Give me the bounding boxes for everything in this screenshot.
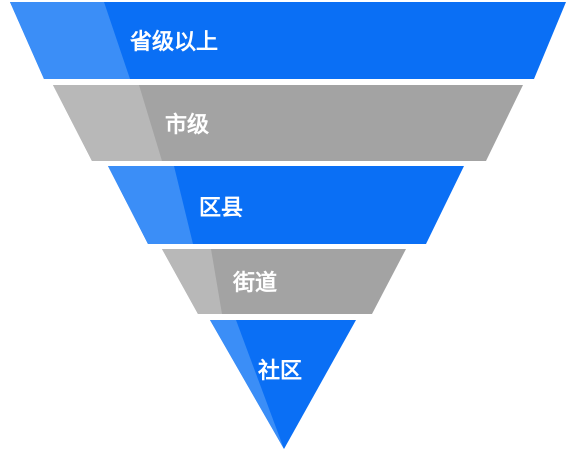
tier-4: 街道: [162, 249, 406, 314]
tier-2-shape: [53, 85, 523, 161]
tier-2-label: 市级: [165, 112, 209, 138]
tier-3-highlight: [108, 166, 193, 244]
tier-4-highlight: [162, 249, 222, 314]
tier-1-highlight: [10, 2, 130, 79]
tier-5-highlight: [210, 320, 284, 449]
tier-4-label: 街道: [232, 270, 277, 296]
tier-5-label: 社区: [258, 358, 302, 384]
tier-1: 省级以上: [10, 2, 566, 79]
tier-3-shape: [108, 166, 464, 244]
tier-4-shape: [162, 249, 406, 314]
tier-2: 市级: [53, 85, 523, 161]
tier-3-label: 区县: [199, 196, 243, 221]
tier-1-shape: [10, 2, 566, 79]
tier-2-highlight: [53, 85, 162, 161]
tier-1-label: 省级以上: [129, 29, 218, 55]
tier-5: 社区: [210, 320, 356, 449]
tier-3: 区县: [108, 166, 464, 244]
